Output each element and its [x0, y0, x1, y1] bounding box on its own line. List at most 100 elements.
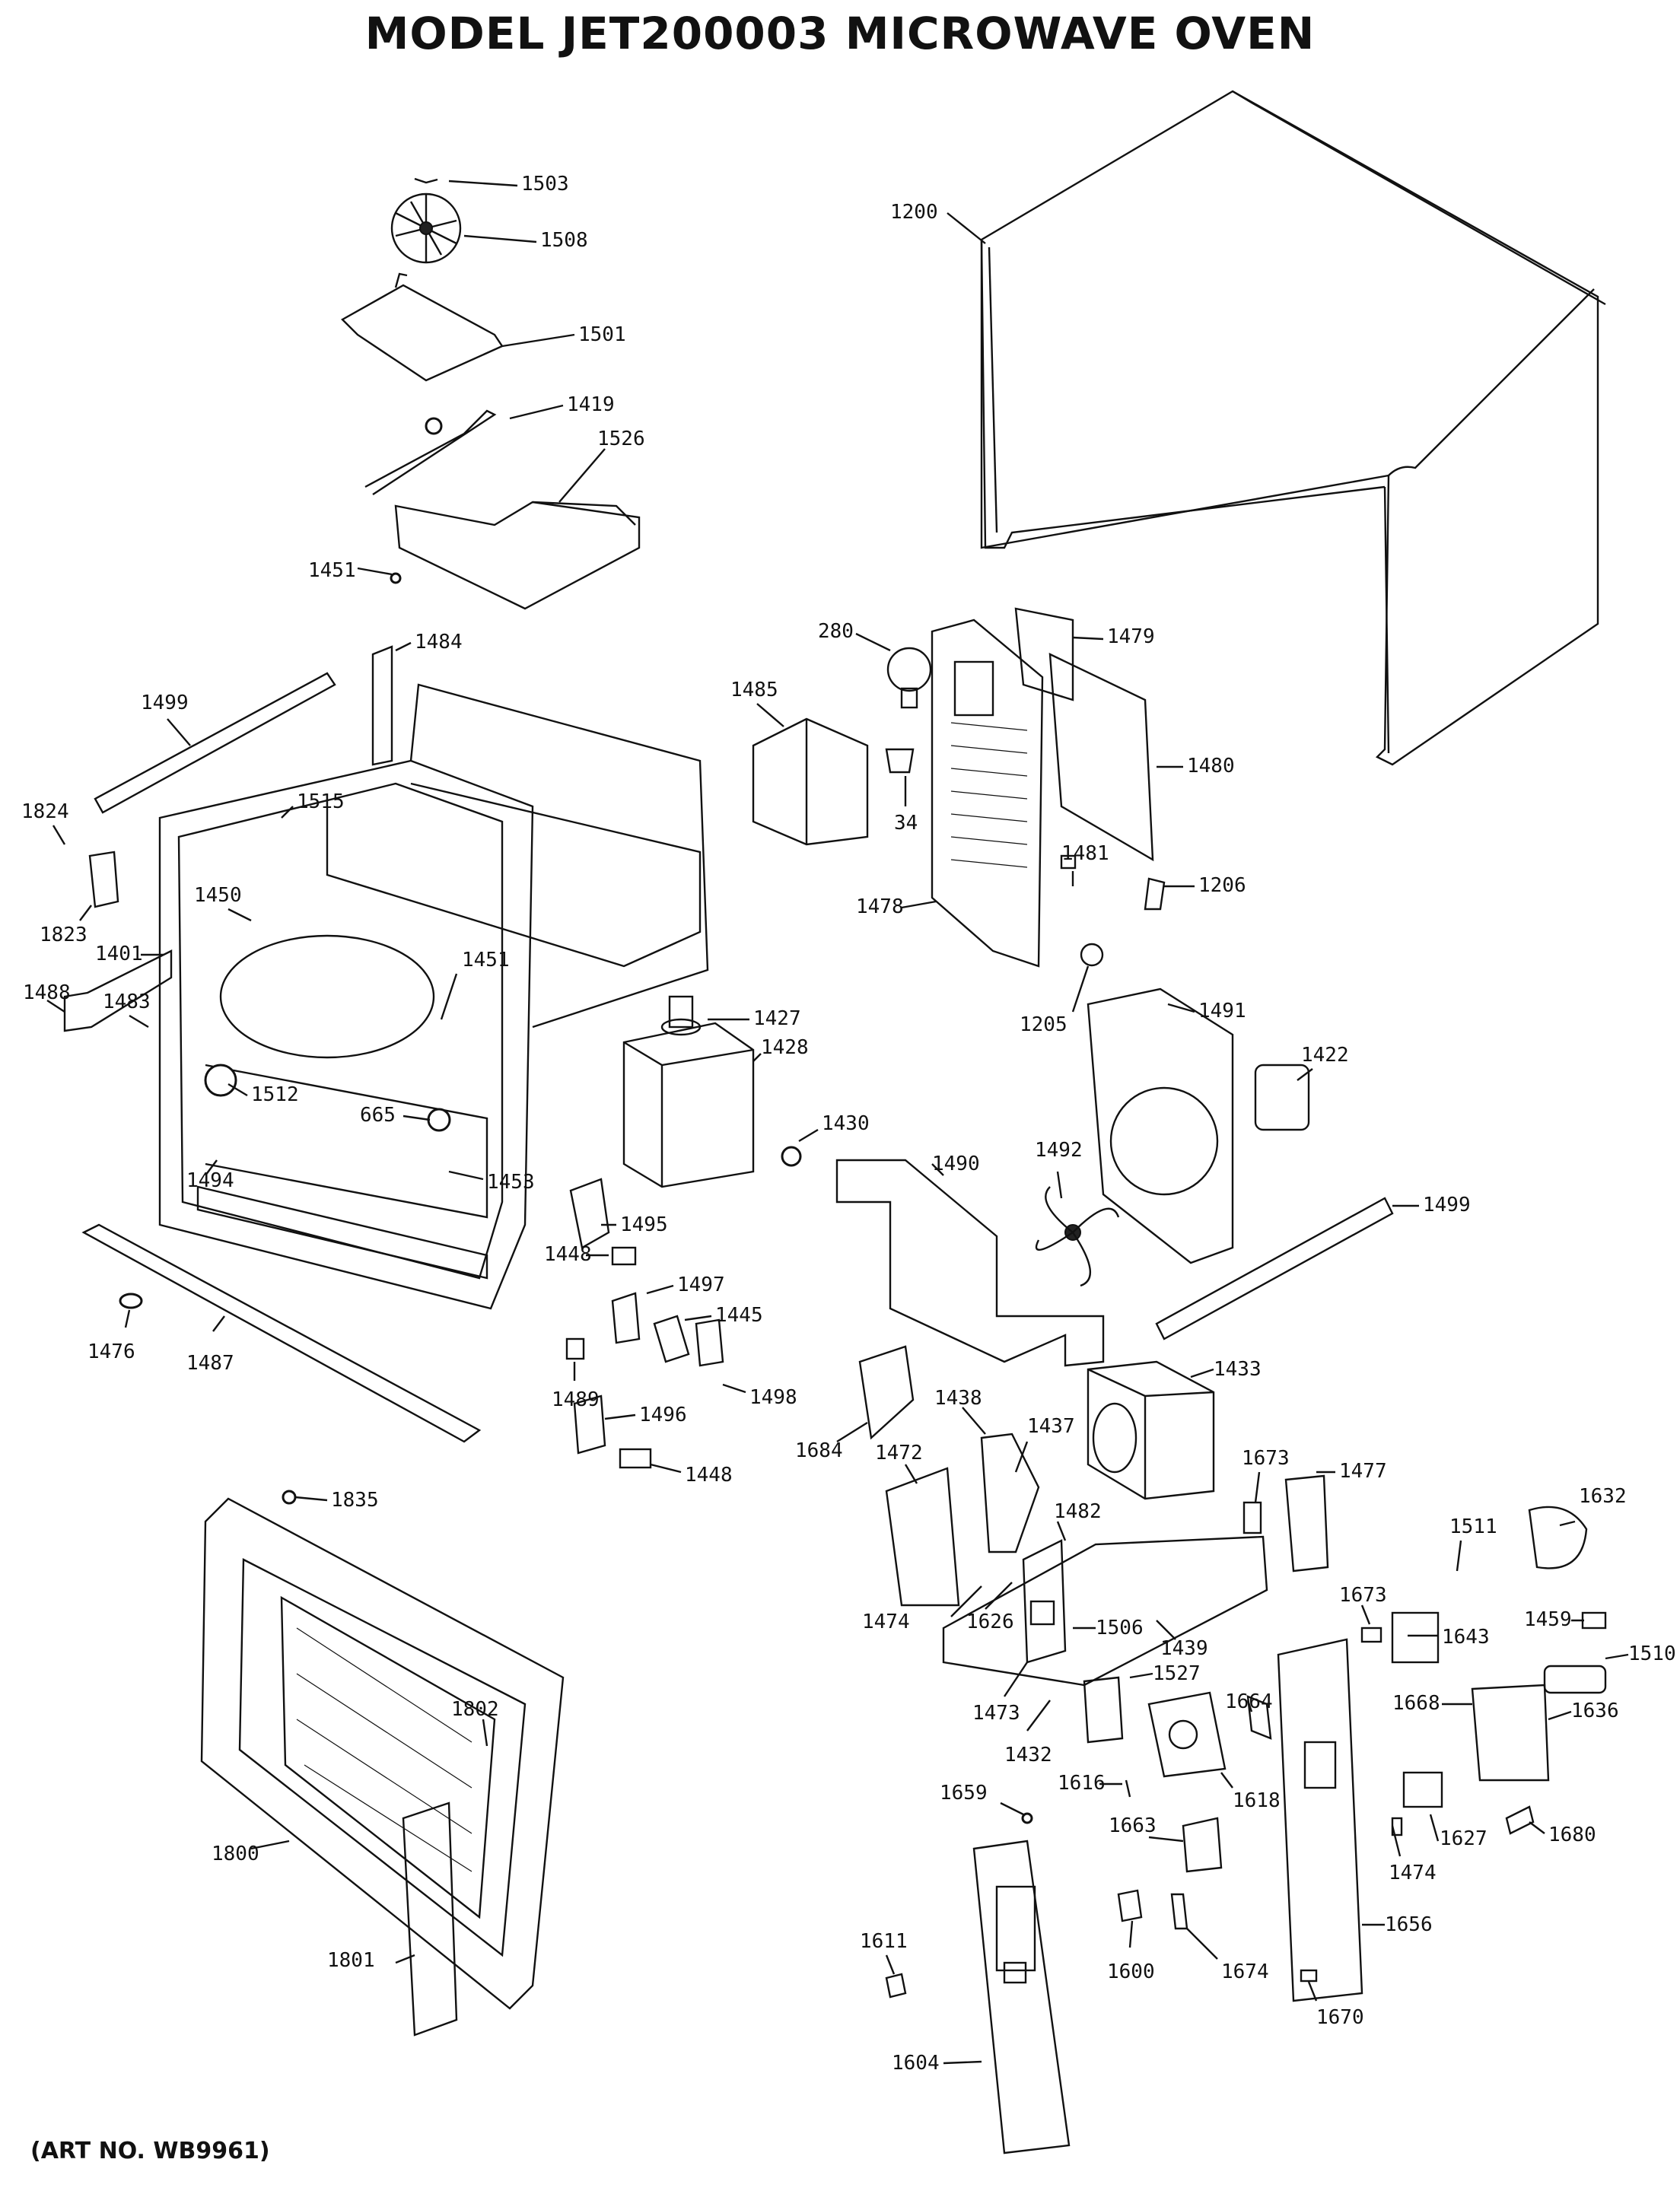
label-1664: 1664: [1225, 1690, 1273, 1713]
page-title: MODEL JET200003 MICROWAVE OVEN: [364, 8, 1316, 59]
label-1200: 1200: [890, 201, 986, 244]
label-1673-top: 1673: [1242, 1447, 1290, 1503]
label-1479: 1479: [1072, 625, 1155, 648]
label-1485: 1485: [730, 679, 784, 727]
label-280: 280: [818, 620, 891, 652]
part-number-label: 1428: [761, 1036, 809, 1059]
stirrer-fan-part: [390, 177, 462, 264]
label-1478: 1478: [856, 895, 937, 918]
part-number-label: 1491: [1198, 1000, 1246, 1022]
control-chassis-part: [942, 1535, 1268, 1687]
bottom-rail-part: [81, 1223, 482, 1443]
right-rail-part: [1155, 1197, 1394, 1340]
label-1498: 1498: [722, 1383, 797, 1409]
door-assembly-part: [200, 1490, 565, 2037]
label-1643: 1643: [1408, 1626, 1490, 1649]
part-number-label: 1499: [1423, 1194, 1471, 1216]
label-1474-mid: 1474: [862, 1585, 982, 1633]
part-number-label: 1680: [1548, 1824, 1596, 1846]
part-number-label: 1663: [1109, 1814, 1157, 1837]
label-1801: 1801: [327, 1949, 415, 1972]
part-number-label: 1205: [1020, 1013, 1068, 1036]
part-number-label: 1503: [521, 173, 569, 196]
label-1496: 1496: [604, 1404, 687, 1426]
foot-part: [119, 1293, 143, 1309]
label-1823: 1823: [40, 905, 92, 946]
label-1506: 1506: [1073, 1617, 1144, 1639]
label-1659: 1659: [940, 1782, 1024, 1816]
part-number-label: 1453: [487, 1171, 535, 1194]
switch-bracket-part: [885, 1467, 960, 1607]
part-number-label: 1506: [1096, 1617, 1144, 1639]
outer-cabinet-part: [980, 90, 1606, 766]
label-1515: 1515: [281, 790, 345, 819]
part-number-label: 1485: [730, 679, 778, 701]
part-number-label: 1451: [462, 949, 510, 971]
part-number-label: 1604: [892, 2052, 940, 2075]
part-number-label: 1483: [103, 991, 151, 1013]
part-number-label: 1479: [1107, 625, 1155, 648]
part-number-label: 1484: [415, 631, 463, 653]
label-1616: 1616: [1058, 1772, 1122, 1795]
fuse-holder-part: [1242, 1474, 1329, 1572]
label-1451-top: 1451: [308, 559, 393, 582]
part-number-label: 1487: [186, 1352, 234, 1375]
fan-motor-part: [1254, 1064, 1310, 1131]
label-665: 665: [360, 1104, 431, 1127]
part-number-label: 1508: [540, 229, 588, 252]
lamp-part: [886, 647, 932, 709]
label-1453: 1453: [448, 1170, 535, 1194]
label-1636: 1636: [1548, 1700, 1619, 1722]
label-1451-cavity: 1451: [440, 949, 510, 1020]
label-1835: 1835: [294, 1489, 379, 1512]
part-number-label: 1527: [1153, 1662, 1201, 1685]
lamp-socket-part: [885, 748, 915, 774]
label-34: 34: [894, 776, 918, 835]
label-1684: 1684: [795, 1421, 868, 1462]
label-1430: 1430: [798, 1112, 870, 1143]
part-number-label: 1474: [862, 1611, 910, 1633]
interlock-switch-parts: [565, 1146, 802, 1469]
part-number-label: 1802: [451, 1698, 499, 1721]
part-number-label: 1439: [1160, 1637, 1208, 1660]
part-number-label: 1496: [639, 1404, 687, 1426]
part-number-label: 1498: [749, 1386, 797, 1409]
part-number-label: 1515: [297, 790, 345, 813]
label-1432: 1432: [1004, 1700, 1052, 1766]
part-number-label: 1673: [1339, 1584, 1387, 1607]
small-parts-mid: [1060, 854, 1166, 967]
label-1489: 1489: [552, 1362, 600, 1411]
part-number-label: 1512: [251, 1083, 299, 1106]
label-1674: 1674: [1186, 1928, 1269, 1983]
part-number-label: 1481: [1061, 842, 1109, 865]
air-duct-part: [390, 501, 641, 610]
part-number-label: 1489: [552, 1388, 600, 1411]
part-number-label: 1823: [40, 924, 88, 946]
label-1627: 1627: [1429, 1814, 1488, 1850]
label-1656: 1656: [1362, 1913, 1433, 1936]
part-number-label: 1492: [1035, 1139, 1083, 1162]
label-1526: 1526: [558, 428, 645, 503]
label-1499-left: 1499: [141, 692, 191, 746]
label-1487: 1487: [186, 1315, 234, 1375]
label-1401: 1401: [95, 943, 164, 965]
part-number-label: 1459: [1524, 1608, 1572, 1631]
part-number-label: 1478: [856, 895, 904, 918]
shield-part: [858, 1345, 915, 1440]
label-1481: 1481: [1061, 842, 1109, 886]
control-board-part: [1277, 1638, 1363, 2002]
part-number-label: 1488: [23, 981, 71, 1004]
part-number-label: 1497: [677, 1274, 725, 1296]
part-number-label: 1611: [860, 1930, 908, 1953]
part-number-label: 1437: [1027, 1415, 1075, 1438]
label-1474-lower: 1474: [1389, 1825, 1437, 1884]
label-1439: 1439: [1156, 1620, 1208, 1660]
part-number-label: 1835: [331, 1489, 379, 1512]
vent-panel-part: [931, 619, 1044, 968]
part-number-label: 1433: [1214, 1358, 1262, 1381]
label-1668: 1668: [1392, 1692, 1472, 1715]
label-1448-lower: 1448: [650, 1463, 733, 1487]
label-1437: 1437: [1014, 1415, 1075, 1473]
label-1626: 1626: [966, 1582, 1014, 1633]
label-1476: 1476: [88, 1309, 135, 1363]
